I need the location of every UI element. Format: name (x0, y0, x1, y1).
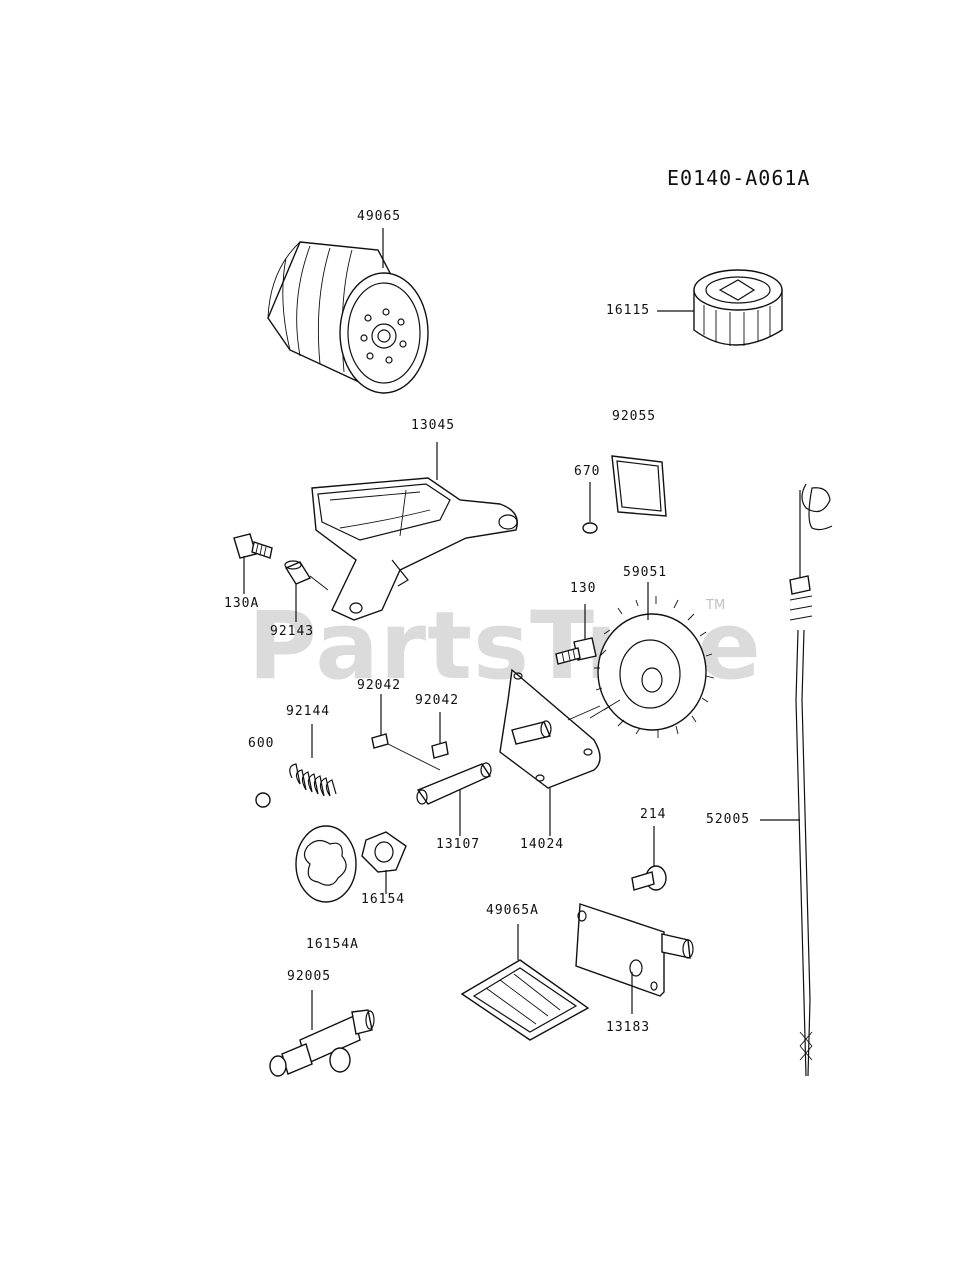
part-label-49065[interactable]: 49065 (357, 209, 402, 224)
spring-drawing[interactable] (289, 724, 337, 797)
part-label-13183[interactable]: 13183 (606, 1020, 651, 1035)
pump-cover-plate-drawing[interactable] (499, 668, 601, 836)
part-label-16115[interactable]: 16115 (606, 303, 651, 318)
screw-214-drawing[interactable] (631, 826, 667, 891)
o-ring-drawing[interactable] (582, 482, 598, 534)
part-label-16154[interactable]: 16154 (361, 892, 406, 907)
bolt-130A-drawing[interactable] (233, 533, 273, 594)
oil-strainer-drawing[interactable] (460, 924, 590, 1041)
collar-drawing[interactable] (284, 560, 329, 622)
relief-valve-drawing[interactable] (361, 831, 407, 894)
dipstick-drawing[interactable] (760, 483, 833, 1077)
part-label-59051[interactable]: 59051 (623, 565, 668, 580)
gear-drawing[interactable] (589, 582, 715, 738)
part-label-92055[interactable]: 92055 (612, 409, 657, 424)
part-label-670[interactable]: 670 (574, 464, 601, 479)
part-label-16154A[interactable]: 16154A (306, 937, 359, 952)
part-label-92042-lower[interactable]: 92042 (415, 693, 460, 708)
part-label-52005[interactable]: 52005 (706, 812, 751, 827)
plate-13183-drawing[interactable] (575, 903, 694, 1014)
pin-92042b-drawing[interactable] (431, 712, 449, 759)
bolt-130-drawing[interactable] (555, 604, 597, 665)
drain-fitting-drawing[interactable] (269, 990, 375, 1077)
diagram-code: E0140-A061A (667, 166, 811, 190)
pin-92042a-drawing[interactable] (371, 694, 441, 771)
part-label-92042-upper[interactable]: 92042 (357, 678, 402, 693)
part-label-92144[interactable]: 92144 (286, 704, 331, 719)
gasket-drawing[interactable] (611, 455, 667, 517)
part-label-14024[interactable]: 14024 (520, 837, 565, 852)
pump-rotor-drawing[interactable] (295, 825, 357, 903)
part-label-13045[interactable]: 13045 (411, 418, 456, 433)
ball-drawing[interactable] (255, 792, 271, 808)
part-label-130[interactable]: 130 (570, 581, 597, 596)
filler-cap-drawing[interactable] (657, 269, 783, 346)
part-label-13107[interactable]: 13107 (436, 837, 481, 852)
part-label-49065A[interactable]: 49065A (486, 903, 539, 918)
part-label-92005[interactable]: 92005 (287, 969, 332, 984)
pump-shaft-drawing[interactable] (416, 762, 492, 836)
part-label-130A[interactable]: 130A (224, 596, 260, 611)
oil-pan-drawing[interactable] (311, 442, 518, 621)
oil-filter-drawing[interactable] (267, 228, 429, 394)
part-label-600[interactable]: 600 (248, 736, 275, 751)
watermark-trademark: TM (706, 598, 726, 613)
part-label-92143[interactable]: 92143 (270, 624, 315, 639)
part-label-214[interactable]: 214 (640, 807, 667, 822)
